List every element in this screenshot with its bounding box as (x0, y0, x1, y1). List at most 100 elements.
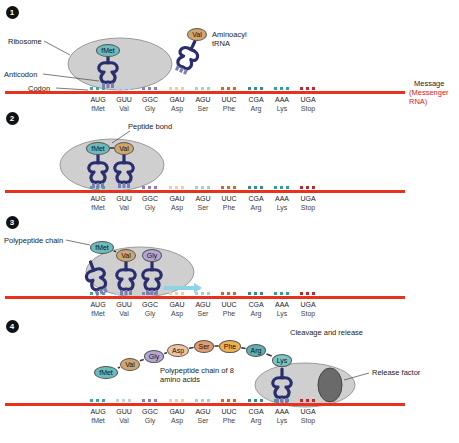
node-text: fMet (101, 46, 115, 55)
mrna (5, 91, 405, 406)
node-text: fMet (99, 368, 113, 377)
amino-name: Phe (223, 204, 235, 212)
amino-name: Gly (145, 204, 156, 212)
part-label: Codon (28, 84, 50, 93)
amino-name: Lys (277, 310, 288, 318)
part-label: Polypeptide chain (4, 236, 63, 245)
codon: UUC (221, 195, 236, 203)
codon: CGA (248, 408, 263, 416)
node-text: 4 (10, 322, 14, 331)
codon: AUG (90, 195, 105, 203)
amino-name: Stop (301, 417, 315, 425)
codon: GUU (116, 96, 132, 104)
amino-name: Phe (223, 310, 235, 318)
node-text: Ser (199, 342, 210, 351)
amino-name: Val (119, 310, 129, 318)
codon: UGA (300, 96, 315, 104)
codon: AAA (275, 408, 289, 416)
node-text: 1 (10, 8, 14, 17)
amino-name: Stop (301, 105, 315, 113)
release-factor (318, 368, 342, 402)
amino-name: Val (119, 204, 129, 212)
peptide-bond (266, 354, 271, 356)
node-text: 2 (10, 114, 14, 123)
amino-name: Ser (198, 310, 209, 318)
amino-acid: fMet (90, 241, 114, 254)
codon: GUU (116, 195, 132, 203)
node-text: Phe (224, 342, 236, 351)
amino-name: Ser (198, 204, 209, 212)
trna (99, 54, 117, 88)
amino-name: Asp (171, 417, 183, 425)
codon: AAA (275, 195, 289, 203)
codon: GAU (169, 408, 184, 416)
amino-name: fMet (91, 105, 105, 113)
amino-name: Gly (145, 417, 156, 425)
codon: AGU (195, 408, 210, 416)
codon: GAU (169, 96, 184, 104)
amino-acid: fMet (96, 44, 120, 57)
amino-name: Stop (301, 204, 315, 212)
codon: AAA (275, 96, 289, 104)
part-label: Message (414, 79, 444, 88)
amino-acid: Phe (219, 340, 241, 353)
amino-name: Phe (223, 105, 235, 113)
amino-name: Ser (198, 105, 209, 113)
codon-ticks (90, 87, 315, 402)
node-text: fMet (91, 144, 105, 153)
part-label: Ribosome (8, 37, 42, 46)
amino-acid: Val (114, 142, 134, 155)
mrna-label: (Messenger RNA) (409, 88, 455, 106)
node-text: Gly (149, 352, 160, 361)
codon: AUG (90, 96, 105, 104)
node-text: Val (119, 144, 129, 153)
amino-name: Arg (251, 204, 262, 212)
codon: AAA (275, 301, 289, 309)
step-number: 3 (6, 216, 19, 229)
part-label: Cleavage and release (290, 328, 363, 337)
amino-name: Lys (277, 417, 288, 425)
amino-name: fMet (91, 310, 105, 318)
amino-acid: fMet (86, 142, 110, 155)
codon: GGC (142, 301, 158, 309)
node-text: Gly (147, 251, 158, 260)
codon: UGA (300, 301, 315, 309)
amino-acid: Ser (194, 340, 215, 353)
peptide-bond (140, 359, 144, 360)
amino-name: Asp (171, 310, 183, 318)
amino-name: fMet (91, 417, 105, 425)
codon: GUU (116, 301, 132, 309)
amino-name: Arg (251, 105, 262, 113)
node-text: 3 (10, 218, 14, 227)
codon: CGA (248, 195, 263, 203)
node-text: Arg (251, 346, 262, 355)
step-number: 1 (6, 6, 19, 19)
codon: GGC (142, 195, 158, 203)
trna (89, 154, 107, 188)
codon: CGA (248, 96, 263, 104)
codon: UUC (221, 301, 236, 309)
amino-name: Arg (251, 417, 262, 425)
codon: UUC (221, 408, 236, 416)
peptide-bond (118, 367, 120, 369)
part-label: Peptide bond (128, 122, 172, 131)
amino-name: fMet (91, 204, 105, 212)
amino-acid: Gly (142, 249, 163, 262)
trna (82, 259, 111, 297)
codon: CGA (248, 301, 263, 309)
amino-acid: fMet (94, 366, 118, 379)
codon: GUU (116, 408, 132, 416)
amino-name: Phe (223, 417, 235, 425)
node-text: Val (121, 251, 131, 260)
peptide-bond (189, 347, 194, 349)
node-text: Lys (277, 356, 288, 365)
amino-name: Stop (301, 310, 315, 318)
amino-acid: Gly (144, 350, 165, 363)
node-text: Val (125, 360, 135, 369)
amino-name: Gly (145, 310, 156, 318)
ribosome (255, 363, 355, 407)
part-label: Polypeptide chain of 8 amino acids (160, 366, 242, 384)
trna (143, 261, 161, 295)
codon: UUC (221, 96, 236, 104)
